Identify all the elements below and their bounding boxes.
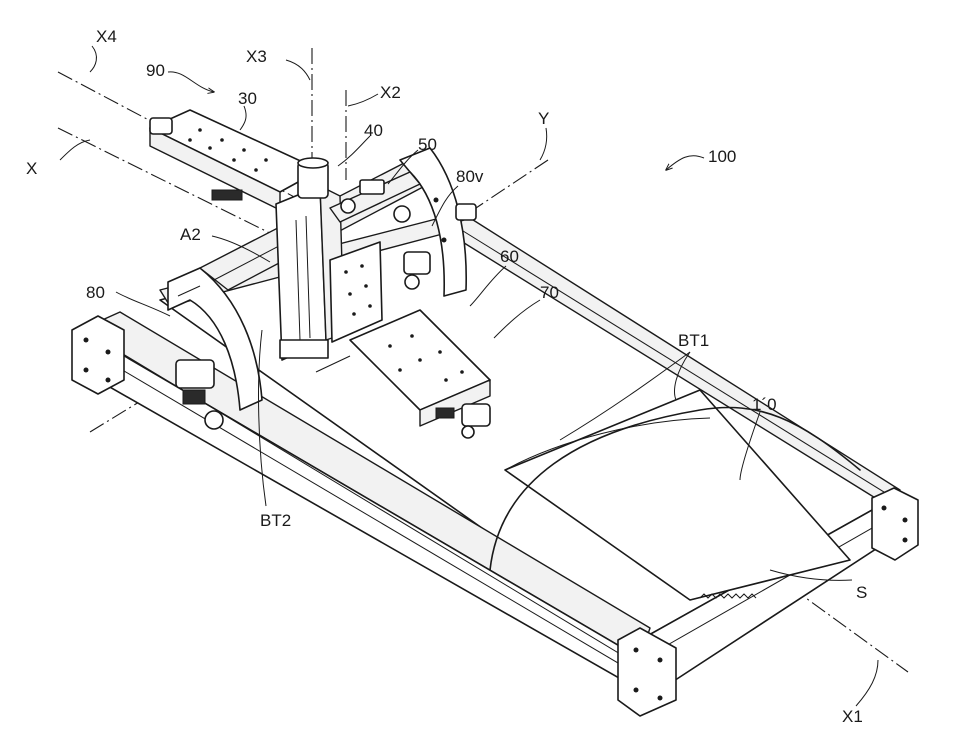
label-s: S <box>856 583 867 602</box>
bracket-front-right <box>872 488 918 560</box>
label-110: 1´0 <box>752 395 777 414</box>
label-bt2: BT2 <box>260 511 291 530</box>
label-80: 80 <box>86 283 105 302</box>
label-100: 100 <box>708 147 736 166</box>
label-80v: 80v <box>456 167 484 186</box>
motor-right <box>404 252 430 274</box>
label-30: 30 <box>238 89 257 108</box>
label-bt1: BT1 <box>678 331 709 350</box>
label-x2: X2 <box>380 83 401 102</box>
label-50: 50 <box>418 135 437 154</box>
motor-top <box>456 204 476 220</box>
motor-left <box>176 360 214 388</box>
label-x4: X4 <box>96 27 117 46</box>
carriage-30 <box>150 110 320 210</box>
motor-70 <box>462 404 490 426</box>
label-x: X <box>26 159 37 178</box>
label-y: Y <box>538 109 549 128</box>
column-40 <box>276 186 326 360</box>
label-90: 90 <box>146 61 165 80</box>
label-x3: X3 <box>246 47 267 66</box>
column-foot <box>280 340 328 358</box>
label-a2: A2 <box>180 225 201 244</box>
label-40: 40 <box>364 121 383 140</box>
label-70: 70 <box>540 283 559 302</box>
label-x1: X1 <box>842 707 863 726</box>
label-60: 60 <box>500 247 519 266</box>
bracket-rear-left <box>72 316 124 394</box>
